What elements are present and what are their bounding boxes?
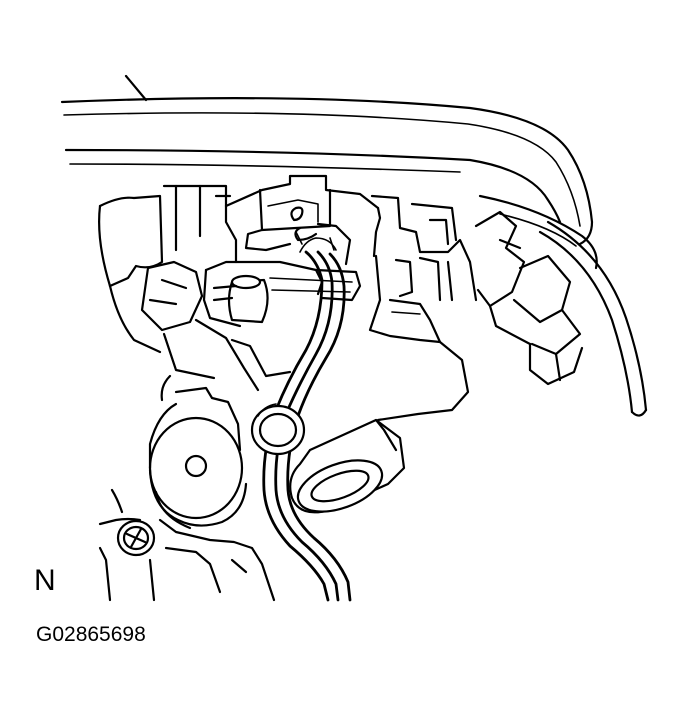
grommet bbox=[250, 403, 306, 456]
right-boss bbox=[289, 418, 406, 514]
left-arm-assembly bbox=[140, 260, 292, 392]
figure-code: G02865698 bbox=[36, 623, 146, 646]
screw bbox=[116, 519, 156, 557]
pivot-boss bbox=[148, 374, 248, 530]
right-cable-tube bbox=[538, 220, 648, 417]
connector-bracket bbox=[202, 188, 362, 328]
main-body-structure bbox=[98, 174, 584, 422]
lower-left-body bbox=[98, 488, 276, 602]
upper-housing-cover bbox=[60, 74, 598, 270]
orientation-mark: N bbox=[34, 564, 56, 597]
